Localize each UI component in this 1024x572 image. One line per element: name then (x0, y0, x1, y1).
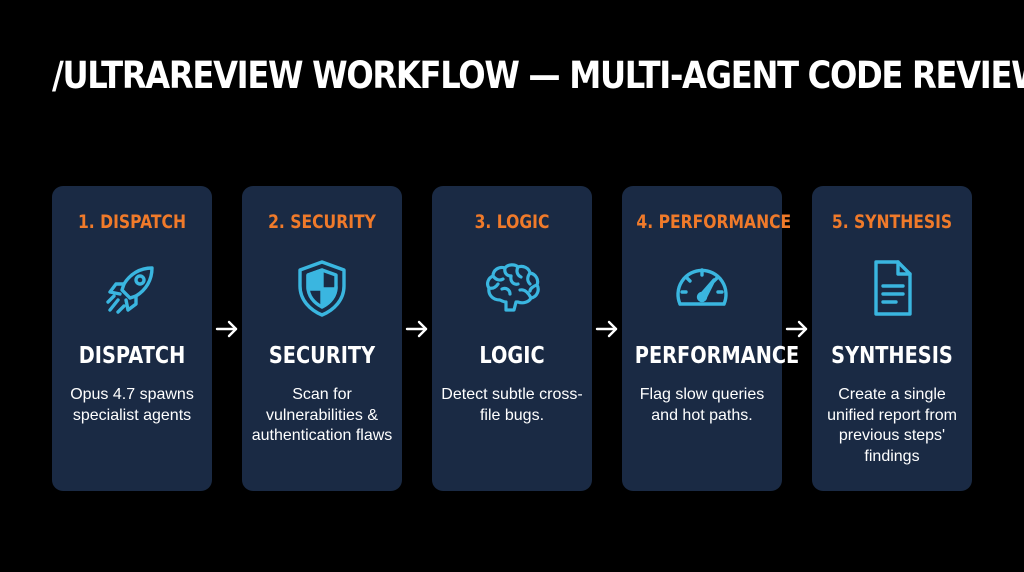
step-card-logic: 3. LOGIC LOGIC Detect subtle cross-file … (432, 186, 592, 491)
step-name: LOGIC (479, 343, 545, 369)
shield-icon (290, 256, 354, 320)
step-description: Detect subtle cross-file bugs. (441, 386, 583, 424)
step-heading: 4. PERFORMANCE (636, 211, 792, 233)
step-heading: 3. LOGIC (474, 211, 550, 233)
arrow-right-icon (405, 318, 429, 340)
step-card-security: 2. SECURITY SECURITY Scan for vulnerabil… (242, 186, 402, 491)
document-icon (860, 256, 924, 320)
step-heading: 1. DISPATCH (77, 211, 187, 233)
step-name: DISPATCH (78, 343, 186, 369)
arrow-right-icon (215, 318, 239, 340)
step-card-performance: 4. PERFORMANCE PERFORMANCE Flag slow que… (622, 186, 800, 491)
step-heading: 5. SYNTHESIS (831, 211, 953, 233)
step-description: Opus 4.7 spawns specialist agents (70, 386, 194, 424)
page-title: /ULTRAREVIEW WORKFLOW — MULTI-AGENT CODE… (52, 54, 1024, 97)
speedometer-icon (670, 256, 734, 320)
arrow-right-icon (785, 318, 809, 340)
step-description: Scan for vulnerabilities & authenticatio… (251, 386, 393, 444)
rocket-icon (100, 256, 164, 320)
step-heading: 2. SECURITY (268, 211, 376, 233)
step-card-synthesis: 5. SYNTHESIS SYNTHESIS Create a single u… (812, 186, 972, 491)
brain-icon (480, 256, 544, 320)
step-name: SECURITY (268, 343, 376, 369)
step-description: Flag slow queries and hot paths. (639, 386, 765, 424)
step-name: PERFORMANCE (634, 343, 800, 369)
step-name: SYNTHESIS (831, 343, 953, 369)
workflow-steps: 1. DISPATCH DISPATCH Opus 4.7 spawns spe… (52, 186, 972, 491)
arrow-right-icon (595, 318, 619, 340)
step-card-dispatch: 1. DISPATCH DISPATCH Opus 4.7 spawns spe… (52, 186, 212, 491)
step-description: Create a single unified report from prev… (827, 386, 957, 465)
